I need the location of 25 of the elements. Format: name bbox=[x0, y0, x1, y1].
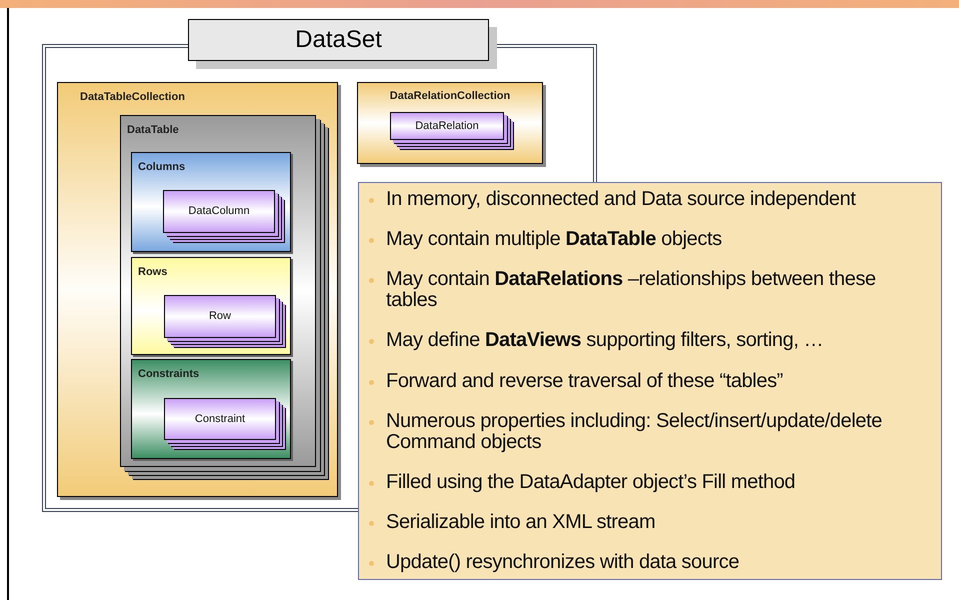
notes-panel bbox=[358, 182, 942, 580]
object-name: Constraint bbox=[194, 412, 246, 427]
object-name: DataColumn bbox=[187, 204, 251, 220]
object-name: DataRelation bbox=[414, 118, 480, 134]
bullet-text: May contain DataRelations –relationships between these tables bbox=[386, 269, 877, 312]
object-name: Row bbox=[208, 309, 232, 324]
bullet-text: In memory, disconnected and Data source independent bbox=[386, 189, 856, 210]
box-heading: DataTableCollection bbox=[80, 90, 185, 105]
rows-box bbox=[131, 257, 291, 355]
constraints-box bbox=[131, 359, 291, 459]
box-heading: Constraints bbox=[138, 367, 200, 382]
box-heading: DataTable bbox=[127, 123, 179, 138]
box-heading: Rows bbox=[138, 265, 168, 280]
bullet-text: May define DataViews supporting filters, sorting, … bbox=[386, 330, 824, 352]
bullet-text: Serializable into an XML stream bbox=[386, 512, 656, 533]
bullet-text: Numerous properties including: Select/insert/update/delete Command objects bbox=[386, 410, 883, 453]
bullet-text: Forward and reverse traversal of these “tables” bbox=[386, 370, 783, 392]
box-heading: DataRelationCollection bbox=[388, 89, 512, 104]
box-heading: Columns bbox=[138, 160, 186, 175]
bullet-text: May contain multiple DataTable objects bbox=[386, 229, 722, 250]
collection-box bbox=[357, 82, 543, 164]
bullet-text: Filled using the DataAdapter object’s Fill method bbox=[386, 472, 796, 493]
bullet-text: Update() resynchronizes with data source bbox=[386, 552, 740, 573]
columns-box bbox=[131, 152, 291, 252]
collection-box bbox=[57, 82, 338, 497]
